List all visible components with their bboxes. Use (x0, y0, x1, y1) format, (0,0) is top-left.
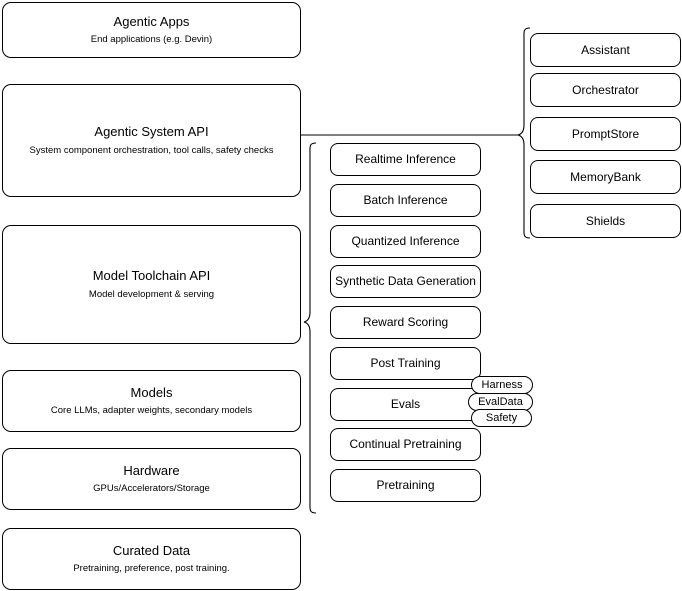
capability-box-quantized-inference[interactable]: Quantized Inference (330, 225, 481, 258)
layer-title: Hardware (123, 462, 180, 478)
layer-title: Agentic Apps (113, 13, 190, 29)
brace-toolchain-capabilities (303, 142, 317, 514)
layer-box-model-toolchain-api[interactable]: Model Toolchain API Model development & … (2, 225, 301, 344)
evals-pill-harness[interactable]: Harness (471, 376, 533, 394)
capability-label: Batch Inference (363, 193, 448, 207)
capability-label: Post Training (370, 356, 441, 370)
capability-label: Continual Pretraining (349, 437, 462, 451)
capability-box-continual-pretraining[interactable]: Continual Pretraining (330, 428, 481, 461)
layer-box-hardware[interactable]: Hardware GPUs/Accelerators/Storage (2, 448, 301, 510)
capability-label: Reward Scoring (362, 315, 449, 329)
pill-label: Harness (481, 379, 523, 391)
pill-label: EvalData (478, 396, 523, 408)
layer-box-models[interactable]: Models Core LLMs, adapter weights, secon… (2, 370, 301, 432)
layer-box-curated-data[interactable]: Curated Data Pretraining, preference, po… (2, 528, 301, 590)
component-label: Shields (585, 213, 626, 228)
capability-label: Pretraining (376, 478, 435, 492)
capability-box-pretraining[interactable]: Pretraining (330, 469, 481, 502)
pill-label: Safety (485, 412, 518, 424)
capability-box-reward-scoring[interactable]: Reward Scoring (330, 306, 481, 339)
layer-box-agentic-system-api[interactable]: Agentic System API System component orch… (2, 84, 301, 197)
brace-system-components (517, 27, 531, 239)
capability-label: Evals (390, 397, 421, 411)
component-box-assistant[interactable]: Assistant (530, 33, 681, 67)
component-box-orchestrator[interactable]: Orchestrator (530, 73, 681, 107)
layer-title: Curated Data (112, 542, 191, 558)
capability-box-synthetic-data-generation[interactable]: Synthetic Data Generation (330, 265, 481, 298)
component-label: PromptStore (571, 126, 640, 141)
capability-label: Quantized Inference (351, 234, 460, 248)
capability-box-batch-inference[interactable]: Batch Inference (330, 184, 481, 217)
evals-pill-safety[interactable]: Safety (471, 409, 532, 427)
layer-subtitle: System component orchestration, tool cal… (29, 144, 274, 156)
layer-subtitle: Pretraining, preference, post training. (73, 563, 230, 575)
layer-title: Model Toolchain API (92, 268, 211, 284)
capability-box-evals[interactable]: Evals (330, 388, 481, 421)
layer-subtitle: Model development & serving (88, 288, 215, 300)
layer-title: Models (130, 384, 173, 400)
capability-box-realtime-inference[interactable]: Realtime Inference (330, 143, 481, 176)
capability-box-post-training[interactable]: Post Training (330, 347, 481, 380)
layer-subtitle: Core LLMs, adapter weights, secondary mo… (50, 405, 253, 417)
component-label: Orchestrator (572, 82, 639, 97)
component-label: Assistant (581, 42, 630, 57)
component-box-memorybank[interactable]: MemoryBank (530, 160, 681, 194)
component-box-shields[interactable]: Shields (530, 204, 681, 238)
capability-label: Realtime Inference (355, 152, 456, 166)
layer-title: Agentic System API (94, 124, 209, 140)
component-label: MemoryBank (570, 169, 641, 184)
layer-box-agentic-apps[interactable]: Agentic Apps End applications (e.g. Devi… (2, 2, 301, 58)
capability-label: Synthetic Data Generation (335, 274, 476, 288)
layer-subtitle: End applications (e.g. Devin) (90, 34, 213, 46)
component-box-promptstore[interactable]: PromptStore (530, 117, 681, 151)
layer-subtitle: GPUs/Accelerators/Storage (93, 483, 210, 495)
